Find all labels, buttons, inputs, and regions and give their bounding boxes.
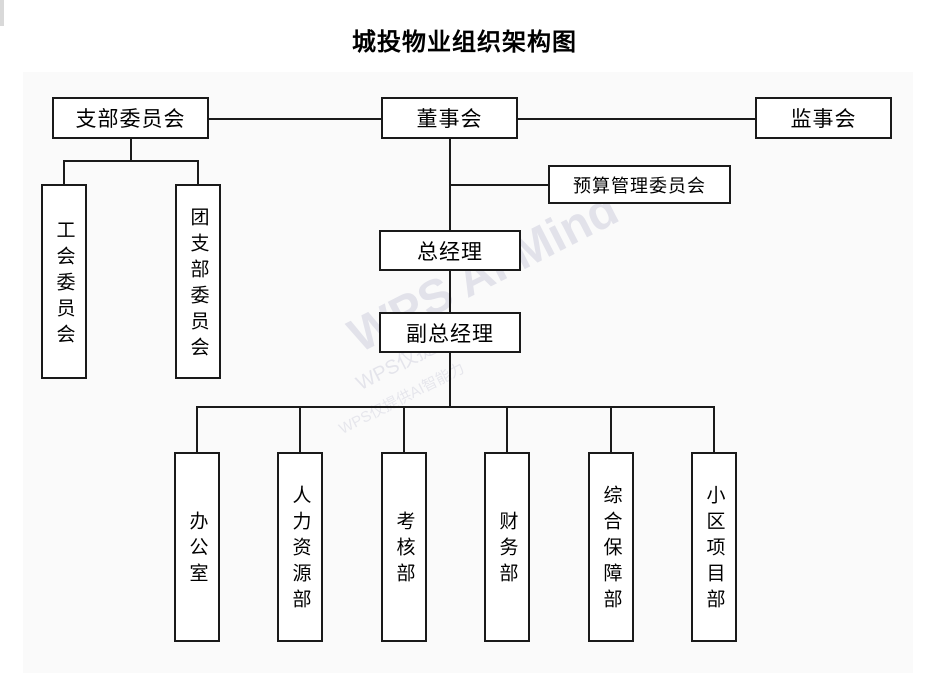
node-department-community-project[interactable]: 小区项目部 bbox=[691, 452, 737, 642]
node-general-manager-label: 总经理 bbox=[417, 239, 483, 264]
connector-department-bus bbox=[196, 406, 715, 408]
connector-drop-comprehensive-support bbox=[610, 406, 612, 453]
node-department-office[interactable]: 办公室 bbox=[174, 452, 220, 642]
node-party-branch-committee[interactable]: 支部委员会 bbox=[52, 97, 209, 139]
connector-drop-youth-league bbox=[197, 160, 199, 184]
node-department-human-resources-label: 人力资源部 bbox=[289, 485, 312, 615]
connector-drop-assessment bbox=[403, 406, 405, 453]
connector-branch-to-board bbox=[208, 118, 383, 120]
node-department-assessment[interactable]: 考核部 bbox=[381, 452, 427, 642]
node-labor-union-committee[interactable]: 工会委员会 bbox=[41, 184, 87, 379]
node-department-finance[interactable]: 财务部 bbox=[484, 452, 530, 642]
diagram-canvas bbox=[23, 72, 913, 673]
connector-board-to-supervisors bbox=[518, 118, 757, 120]
node-deputy-general-manager[interactable]: 副总经理 bbox=[379, 312, 521, 353]
node-department-finance-label: 财务部 bbox=[496, 511, 519, 589]
connector-deputy-stem bbox=[449, 352, 451, 408]
node-deputy-general-manager-label: 副总经理 bbox=[406, 321, 494, 346]
node-youth-league-branch-committee-label: 团支部委员会 bbox=[187, 206, 210, 363]
node-general-manager[interactable]: 总经理 bbox=[379, 230, 521, 271]
node-department-comprehensive-support[interactable]: 综合保障部 bbox=[588, 452, 634, 642]
connector-drop-office bbox=[196, 406, 198, 453]
node-board-of-supervisors[interactable]: 监事会 bbox=[755, 97, 892, 139]
node-budget-management-committee[interactable]: 预算管理委员会 bbox=[548, 165, 731, 204]
connector-drop-community-project bbox=[713, 406, 715, 453]
node-department-office-label: 办公室 bbox=[186, 511, 209, 589]
node-department-comprehensive-support-label: 综合保障部 bbox=[600, 485, 623, 615]
node-budget-management-committee-label: 预算管理委员会 bbox=[573, 175, 706, 197]
node-department-assessment-label: 考核部 bbox=[393, 511, 416, 589]
node-party-branch-committee-label: 支部委员会 bbox=[75, 107, 186, 131]
node-youth-league-branch-committee[interactable]: 团支部委员会 bbox=[175, 184, 221, 379]
connector-drop-union bbox=[63, 160, 65, 184]
node-labor-union-committee-label: 工会委员会 bbox=[53, 219, 76, 350]
connector-branch-bus bbox=[63, 160, 199, 162]
node-board-of-directors[interactable]: 董事会 bbox=[381, 97, 518, 139]
connector-gm-to-deputy bbox=[449, 270, 451, 313]
node-department-community-project-label: 小区项目部 bbox=[703, 485, 726, 615]
node-board-of-supervisors-label: 监事会 bbox=[790, 107, 857, 131]
connector-board-to-budget-committee bbox=[449, 184, 549, 186]
connector-drop-finance bbox=[506, 406, 508, 453]
node-department-human-resources[interactable]: 人力资源部 bbox=[277, 452, 323, 642]
page-title: 城投物业组织架构图 bbox=[352, 27, 577, 56]
page-edge-marker bbox=[0, 0, 4, 26]
connector-branch-stem bbox=[130, 137, 132, 160]
connector-drop-human-resources bbox=[299, 406, 301, 453]
node-board-of-directors-label: 董事会 bbox=[416, 107, 483, 131]
